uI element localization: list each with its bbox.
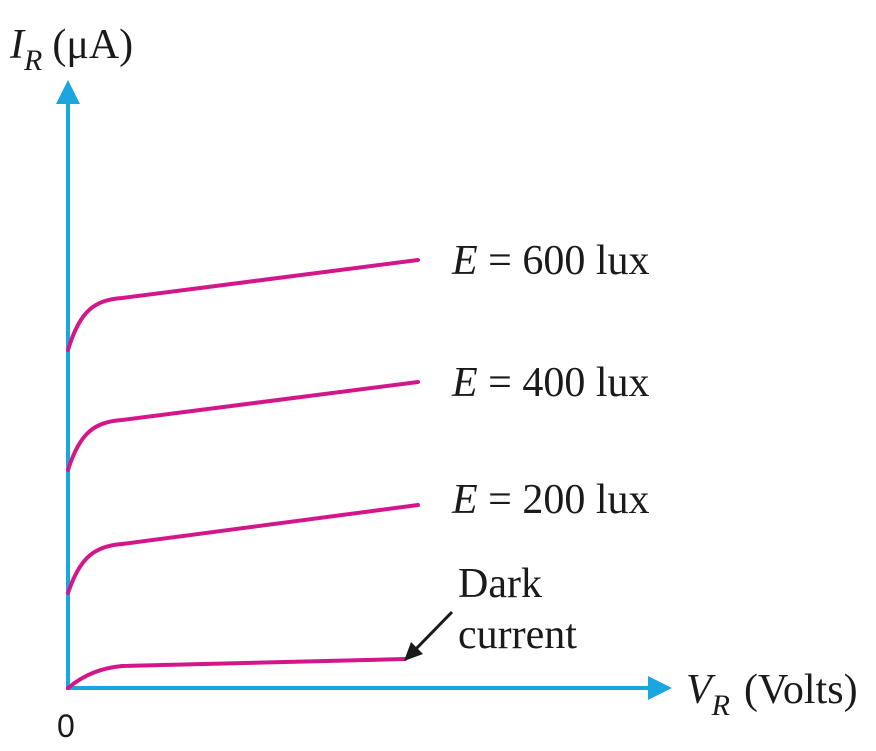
dark-current-label-line2: current — [458, 612, 577, 658]
dark-current-pointer-arrowhead — [404, 642, 423, 661]
curve-label-600-lux: E = 600 lux — [451, 238, 650, 284]
x-axis-arrowhead — [648, 676, 672, 700]
curve-dark-current — [66, 657, 407, 690]
curve-label-400-lux: E = 400 lux — [451, 360, 650, 406]
curve-400-lux — [66, 380, 420, 472]
origin-label: 0 — [57, 708, 75, 744]
x-axis-label: VR(Volts) — [686, 667, 858, 722]
y-axis-arrowhead — [56, 80, 80, 104]
curve-200-lux — [66, 503, 420, 595]
y-axis-label: IR(μA) — [9, 22, 133, 77]
dark-current-pointer-arrow — [410, 610, 454, 655]
dark-current-label-line1: Dark — [458, 561, 542, 607]
curve-label-200-lux: E = 200 lux — [451, 477, 650, 523]
curve-600-lux — [66, 258, 420, 352]
